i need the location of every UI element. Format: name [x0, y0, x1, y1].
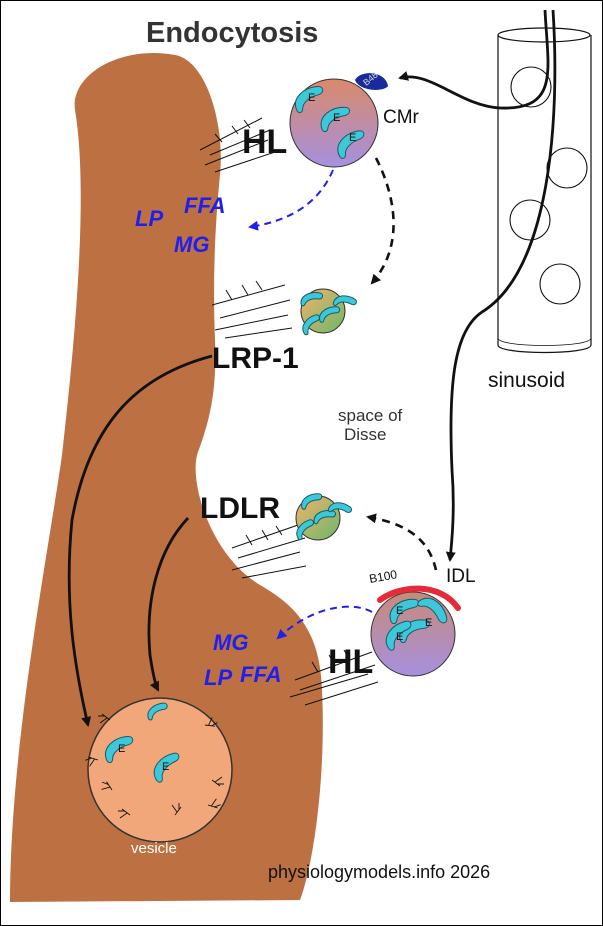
- lipolysis-arrow-bottom: [276, 605, 373, 640]
- svg-text:E: E: [333, 112, 340, 124]
- space-of-disse-label-2: Disse: [344, 425, 387, 444]
- svg-text:E: E: [396, 631, 403, 643]
- product-lp-top: LP: [135, 206, 163, 231]
- chylomicron-particle: B48 E E E: [289, 70, 388, 168]
- ldlr-receptor: [231, 524, 307, 579]
- vesicle-label: vesicle: [131, 840, 177, 857]
- product-mg-top: MG: [174, 232, 209, 257]
- remnant-particle-lrp1: [298, 288, 358, 337]
- cmr-label: CMr: [383, 107, 420, 128]
- title: Endocytosis: [146, 17, 318, 49]
- svg-text:E: E: [425, 617, 432, 629]
- space-of-disse-label: space of: [338, 406, 403, 425]
- hepatic-lipase-bottom: HL: [289, 643, 379, 706]
- idl-flow-arrow: [445, 9, 557, 562]
- hepatocyte-cell: [10, 53, 323, 903]
- ldlr-label: LDLR: [200, 492, 280, 525]
- sinusoid-vessel: [497, 27, 592, 354]
- product-lp-bottom: LP: [204, 665, 232, 690]
- svg-text:HL: HL: [242, 123, 287, 161]
- idl-label: IDL: [446, 566, 476, 587]
- svg-text:HL: HL: [328, 643, 373, 681]
- svg-text:E: E: [308, 92, 315, 104]
- ldlr-bound-particle: [292, 492, 354, 542]
- product-ffa-bottom: FFA: [240, 662, 282, 687]
- idl-particle: E E E: [370, 585, 461, 677]
- product-ffa-top: FFA: [184, 193, 226, 218]
- product-mg-bottom: MG: [213, 630, 248, 655]
- sinusoid-label: sinusoid: [488, 369, 565, 392]
- idl-to-ldlr-arrow: [366, 513, 438, 571]
- svg-text:E: E: [349, 132, 356, 144]
- lrp1-receptor: [211, 280, 293, 339]
- b100-label: B100: [368, 567, 398, 586]
- hepatic-lipase-top: HL: [199, 117, 287, 173]
- ldlr-endocytosis-arrow: [147, 517, 190, 692]
- lrp1-endocytosis-arrow: [67, 354, 213, 727]
- lrp1-label: LRP-1: [212, 342, 299, 375]
- svg-text:E: E: [162, 761, 169, 773]
- credit: physiologymodels.info 2026: [268, 862, 490, 882]
- svg-text:E: E: [396, 605, 403, 617]
- lipolysis-arrow-top: [248, 169, 334, 231]
- chylomicron-flow-arrow: [398, 9, 550, 110]
- remnant-transfer-arrow: [370, 157, 395, 285]
- vesicle: E E: [84, 697, 233, 843]
- svg-text:E: E: [118, 743, 125, 755]
